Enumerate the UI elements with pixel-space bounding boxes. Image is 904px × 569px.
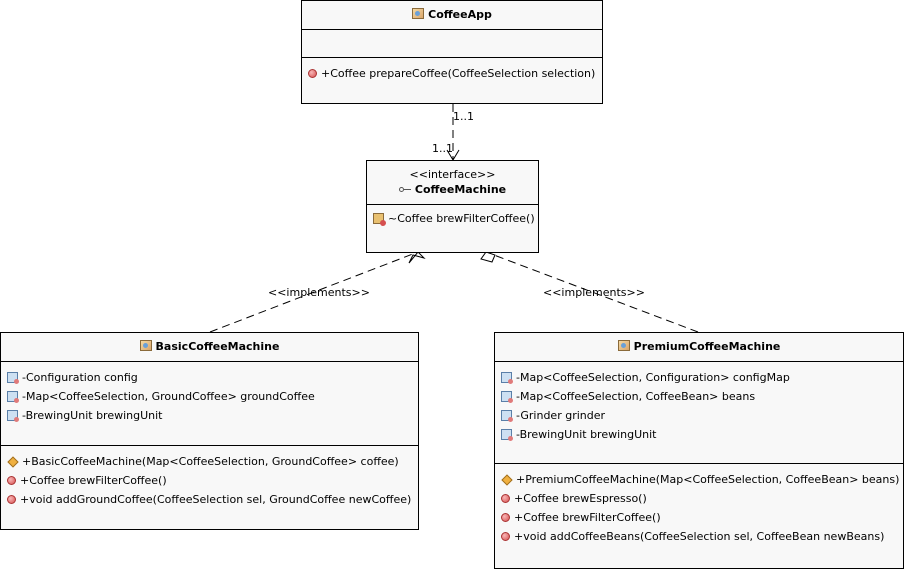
field-signature: -Map<CoffeeSelection, CoffeeBean> beans xyxy=(516,390,756,403)
field-signature: -Configuration config xyxy=(22,371,138,384)
method-signature: +Coffee brewFilterCoffee() xyxy=(514,511,661,524)
field-row: -Map<CoffeeSelection, CoffeeBean> beans xyxy=(501,387,903,406)
method-row: +Coffee prepareCoffee(CoffeeSelection se… xyxy=(308,64,602,83)
implements-premium-line xyxy=(485,251,699,333)
field-signature: -BrewingUnit brewingUnit xyxy=(516,428,657,441)
field-signature: -Map<CoffeeSelection, GroundCoffee> grou… xyxy=(22,390,315,403)
method-row: +void addCoffeeBeans(CoffeeSelection sel… xyxy=(501,527,903,546)
class-icon xyxy=(412,8,425,19)
private-field-icon xyxy=(7,391,19,403)
method-signature: ~Coffee brewFilterCoffee() xyxy=(388,212,535,225)
method-signature: +PremiumCoffeeMachine(Map<CoffeeSelectio… xyxy=(516,473,900,486)
public-method-icon xyxy=(501,494,510,503)
private-field-icon xyxy=(7,372,19,384)
constructor-icon xyxy=(7,455,19,468)
methods-section: ~Coffee brewFilterCoffee() xyxy=(367,205,538,252)
method-row: +BasicCoffeeMachine(Map<CoffeeSelection,… xyxy=(7,452,418,471)
method-signature: +Coffee prepareCoffee(CoffeeSelection se… xyxy=(321,67,596,80)
methods-section: +PremiumCoffeeMachine(Map<CoffeeSelectio… xyxy=(495,464,903,568)
method-row: +void addGroundCoffee(CoffeeSelection se… xyxy=(7,490,418,509)
field-signature: -Grinder grinder xyxy=(516,409,606,422)
field-row: -BrewingUnit brewingUnit xyxy=(501,425,903,444)
class-basic-coffee-machine[interactable]: BasicCoffeeMachine -Configuration config… xyxy=(0,332,419,530)
field-row: -Configuration config xyxy=(7,368,418,387)
class-premium-coffee-machine[interactable]: PremiumCoffeeMachine -Map<CoffeeSelectio… xyxy=(494,332,904,569)
public-method-icon xyxy=(7,476,16,485)
field-signature: -Map<CoffeeSelection, Configuration> con… xyxy=(516,371,790,384)
public-method-icon xyxy=(308,69,317,78)
class-name: BasicCoffeeMachine xyxy=(155,340,280,353)
interface-method-icon xyxy=(373,213,386,226)
dependency-target-multiplicity: 1..1 xyxy=(432,142,453,155)
method-row: +Coffee brewFilterCoffee() xyxy=(501,508,903,527)
fields-section xyxy=(302,30,602,58)
private-field-icon xyxy=(501,372,513,384)
fields-section: -Configuration config -Map<CoffeeSelecti… xyxy=(1,362,418,446)
public-method-icon xyxy=(7,495,16,504)
constructor-icon xyxy=(501,473,513,486)
field-row: -Map<CoffeeSelection, Configuration> con… xyxy=(501,368,903,387)
public-method-icon xyxy=(501,532,510,541)
implements-basic-label: <<implements>> xyxy=(268,286,370,299)
class-name: PremiumCoffeeMachine xyxy=(633,340,781,353)
class-header: BasicCoffeeMachine xyxy=(1,333,418,362)
class-icon xyxy=(617,340,630,351)
class-coffee-app[interactable]: CoffeeApp +Coffee prepareCoffee(CoffeeSe… xyxy=(301,0,603,104)
method-row: +Coffee brewFilterCoffee() xyxy=(7,471,418,490)
field-row: -Grinder grinder xyxy=(501,406,903,425)
field-signature: -BrewingUnit brewingUnit xyxy=(22,409,163,422)
interface-stereotype: <<interface>> xyxy=(409,168,496,181)
method-row: +Coffee brewEspresso() xyxy=(501,489,903,508)
interface-icon xyxy=(398,186,411,193)
method-row: ~Coffee brewFilterCoffee() xyxy=(373,209,538,228)
dependency-source-multiplicity: 1..1 xyxy=(453,110,474,123)
private-field-icon xyxy=(501,429,513,441)
methods-section: +Coffee prepareCoffee(CoffeeSelection se… xyxy=(302,58,602,103)
method-signature: +Coffee brewEspresso() xyxy=(514,492,647,505)
implements-premium-arrowhead xyxy=(480,251,496,263)
class-header: PremiumCoffeeMachine xyxy=(495,333,903,362)
implements-basic-arrowhead xyxy=(408,251,426,264)
method-signature: +Coffee brewFilterCoffee() xyxy=(20,474,167,487)
method-signature: +void addCoffeeBeans(CoffeeSelection sel… xyxy=(514,530,885,543)
method-signature: +void addGroundCoffee(CoffeeSelection se… xyxy=(20,493,412,506)
private-field-icon xyxy=(501,391,513,403)
field-row: -Map<CoffeeSelection, GroundCoffee> grou… xyxy=(7,387,418,406)
interface-name: CoffeeMachine xyxy=(414,183,507,196)
interface-header: <<interface>> CoffeeMachine xyxy=(367,161,538,205)
class-name: CoffeeApp xyxy=(428,8,492,21)
class-icon xyxy=(139,340,152,351)
methods-section: +BasicCoffeeMachine(Map<CoffeeSelection,… xyxy=(1,446,418,529)
interface-coffee-machine[interactable]: <<interface>> CoffeeMachine ~Coffee brew… xyxy=(366,160,539,253)
public-method-icon xyxy=(501,513,510,522)
private-field-icon xyxy=(7,410,19,422)
implements-basic-line xyxy=(209,251,419,333)
class-header: CoffeeApp xyxy=(302,1,602,30)
implements-premium-label: <<implements>> xyxy=(543,286,645,299)
method-signature: +BasicCoffeeMachine(Map<CoffeeSelection,… xyxy=(22,455,399,468)
private-field-icon xyxy=(501,410,513,422)
fields-section: -Map<CoffeeSelection, Configuration> con… xyxy=(495,362,903,464)
field-row: -BrewingUnit brewingUnit xyxy=(7,406,418,425)
method-row: +PremiumCoffeeMachine(Map<CoffeeSelectio… xyxy=(501,470,903,489)
